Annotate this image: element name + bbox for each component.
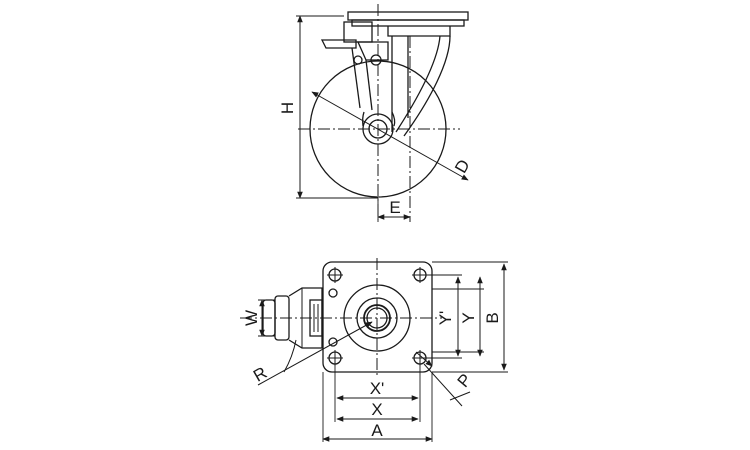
dim-diameter: D	[311, 91, 474, 181]
bolt-hole-bl	[327, 350, 343, 366]
label-r: R	[250, 363, 270, 386]
label-y: Y	[459, 312, 478, 323]
label-w: W	[242, 310, 261, 326]
label-x: X	[371, 400, 382, 419]
side-center-lines	[298, 4, 460, 222]
small-hole-bottom	[328, 337, 338, 347]
side-view: H D E	[278, 4, 474, 222]
label-p: P	[454, 370, 476, 391]
label-b: B	[483, 312, 502, 323]
mounting-plate	[347, 11, 469, 27]
brake-lever	[320, 21, 389, 111]
top-center-lines	[240, 258, 442, 378]
dim-p: P	[415, 351, 476, 407]
top-view: W R P X' X A	[240, 258, 508, 442]
small-hole-top	[328, 288, 338, 298]
dim-r: R	[250, 321, 373, 386]
label-a: A	[371, 421, 383, 440]
bolt-hole-tr	[412, 267, 428, 283]
dim-offset: E	[377, 198, 411, 222]
label-e: E	[389, 198, 400, 217]
label-h: H	[278, 102, 297, 114]
fork	[387, 26, 451, 137]
label-d: D	[451, 156, 474, 176]
label-y-prime: Y'	[436, 311, 455, 326]
dim-w: W	[242, 299, 275, 337]
dim-height: H	[278, 15, 378, 199]
dim-y-group: Y' Y B	[426, 261, 508, 373]
label-x-prime: X'	[370, 379, 385, 398]
dim-x-group: X' X A	[322, 364, 433, 442]
bolt-hole-br	[412, 350, 428, 366]
bolt-hole-tl	[327, 267, 343, 283]
